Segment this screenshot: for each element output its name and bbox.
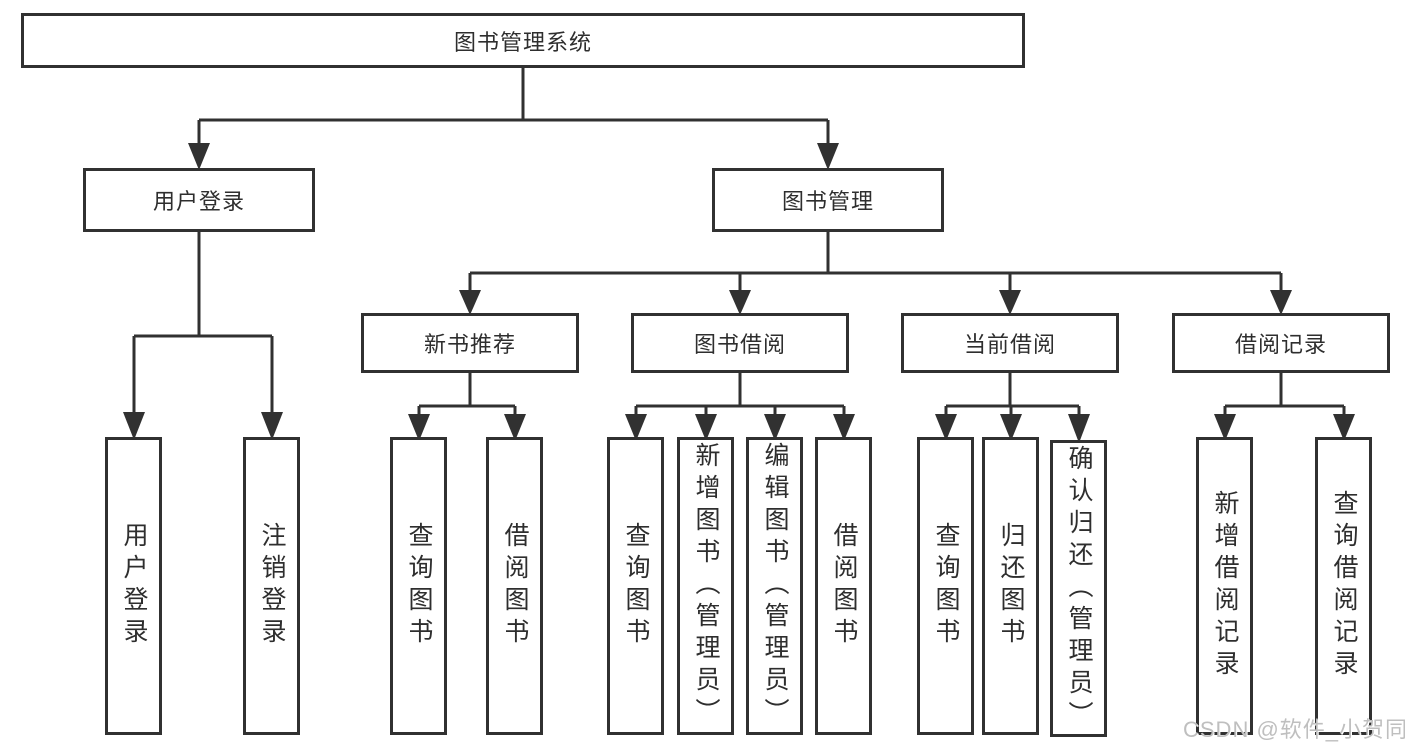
node-label: 当前借阅: [963, 332, 1056, 357]
node-leaf-query-books-recommend: 查询图书: [390, 437, 447, 735]
arrow-icon: [1333, 414, 1355, 441]
node-leaf-borrow-books-recommend: 借阅图书: [486, 437, 543, 735]
node-label: 新书推荐: [423, 332, 516, 357]
node-label: 图书借阅: [693, 332, 786, 357]
arrow-icon: [729, 290, 751, 315]
arrow-icon: [935, 414, 957, 441]
connector-current-children: [944, 371, 1081, 416]
connector-borrowing-children: [634, 371, 846, 416]
node-label: 查询图书: [932, 522, 960, 650]
node-leaf-add-books-admin: 新增图书（管理员）: [677, 437, 734, 735]
node-label: 用户登录: [120, 522, 148, 650]
node-library-management-system: 图书管理系统: [21, 13, 1025, 68]
node-label: 注销登录: [258, 522, 286, 650]
node-leaf-query-books-borrowing: 查询图书: [607, 437, 664, 735]
node-leaf-return-books: 归还图书: [982, 437, 1039, 735]
arrow-icon: [261, 412, 283, 440]
node-label: 新增图书（管理员）: [692, 442, 720, 730]
node-user-login-module: 用户登录: [83, 168, 315, 232]
connector-bookmgmt-modules: [468, 231, 1283, 292]
node-label: 用户登录: [152, 189, 245, 214]
node-label: 查询借阅记录: [1330, 490, 1358, 682]
node-leaf-confirm-return-admin: 确认归还（管理员）: [1050, 440, 1107, 737]
arrow-icon: [817, 143, 839, 170]
node-leaf-edit-books-admin: 编辑图书（管理员）: [746, 437, 803, 735]
arrow-icon: [1000, 414, 1022, 441]
arrow-icon: [188, 143, 210, 170]
node-leaf-logout: 注销登录: [243, 437, 300, 735]
arrow-icon: [764, 414, 786, 441]
arrow-icon: [1214, 414, 1236, 441]
arrow-icon: [504, 414, 526, 441]
arrow-icon: [833, 414, 855, 441]
node-label: 编辑图书（管理员）: [761, 442, 789, 730]
arrow-icon: [999, 290, 1021, 315]
arrow-icon: [625, 414, 647, 441]
node-label: 查询图书: [405, 522, 433, 650]
arrow-icon: [1270, 290, 1292, 315]
arrow-icon: [123, 412, 145, 440]
node-leaf-query-books-current: 查询图书: [917, 437, 974, 735]
node-leaf-query-borrow-record: 查询借阅记录: [1315, 437, 1372, 735]
node-leaf-user-login: 用户登录: [105, 437, 162, 735]
node-book-borrowing: 图书借阅: [631, 313, 849, 373]
csdn-watermark: CSDN @软件_小贺同学: [1183, 717, 1405, 742]
connector-root-to-level2: [197, 68, 830, 145]
node-label: 归还图书: [997, 522, 1025, 650]
node-new-book-recommend: 新书推荐: [361, 313, 579, 373]
node-current-borrowing: 当前借阅: [901, 313, 1119, 373]
connector-newbooks-children: [417, 371, 517, 416]
node-label: 确认归还（管理员）: [1065, 444, 1093, 733]
node-borrow-records: 借阅记录: [1172, 313, 1390, 373]
arrow-icon: [1068, 414, 1090, 443]
arrow-icon: [408, 414, 430, 441]
node-label: 图书管理: [781, 189, 874, 214]
connector-records-children: [1223, 371, 1346, 416]
node-leaf-borrow-books: 借阅图书: [815, 437, 872, 735]
arrow-icon: [459, 290, 481, 315]
node-leaf-add-borrow-record: 新增借阅记录: [1196, 437, 1253, 735]
node-label: 图书管理系统: [453, 29, 592, 55]
node-label: 查询图书: [622, 522, 650, 650]
connector-strokes: [132, 68, 1346, 416]
connector-userlogin-children: [132, 231, 274, 414]
node-label: 借阅记录: [1234, 332, 1327, 357]
node-label: 借阅图书: [830, 522, 858, 650]
arrowheads: [123, 143, 1355, 443]
arrow-icon: [695, 414, 717, 441]
node-label: 新增借阅记录: [1211, 490, 1239, 682]
node-label: 借阅图书: [501, 522, 529, 650]
node-book-management-module: 图书管理: [712, 168, 944, 232]
